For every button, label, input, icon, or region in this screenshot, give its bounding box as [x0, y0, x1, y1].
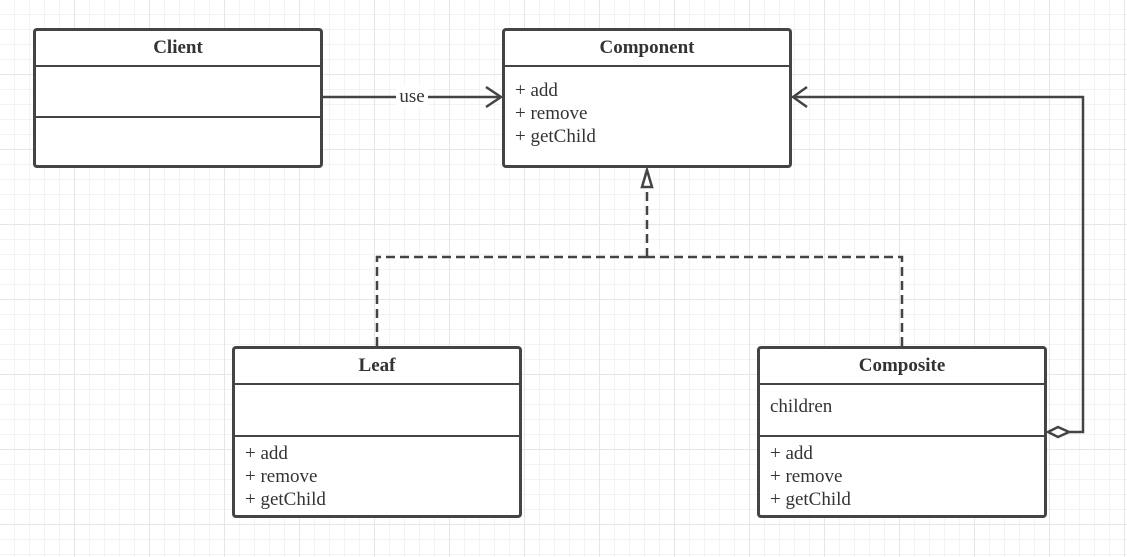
component-method: + remove: [515, 103, 588, 124]
client-class[interactable]: Client: [33, 28, 323, 168]
use-association-label: use: [396, 86, 428, 108]
composite-attribute: children: [770, 396, 833, 417]
composite-attributes: children: [760, 385, 1044, 437]
leaf-method: + add: [245, 443, 288, 464]
leaf-attributes: [235, 385, 519, 437]
client-attributes: [36, 67, 320, 118]
component-method: + add: [515, 80, 558, 101]
composite-methods: + add + remove + getChild: [760, 437, 1044, 515]
realization-arrowhead: [640, 165, 654, 189]
component-class-name: Component: [505, 31, 789, 67]
composite-class[interactable]: Composite children + add + remove + getC…: [757, 346, 1047, 518]
client-class-name: Client: [36, 31, 320, 67]
component-class[interactable]: Component + add + remove + getChild: [502, 28, 792, 168]
leaf-methods: + add + remove + getChild: [235, 437, 519, 515]
component-method: + getChild: [515, 126, 596, 147]
leaf-realization-line: [375, 255, 647, 346]
component-methods: + add + remove + getChild: [505, 67, 789, 165]
leaf-method: + remove: [245, 466, 318, 487]
composite-method: + remove: [770, 466, 843, 487]
composite-method: + add: [770, 443, 813, 464]
aggregation-arrowhead: [790, 85, 808, 109]
composite-class-name: Composite: [760, 349, 1044, 385]
client-methods: [36, 118, 320, 165]
leaf-class[interactable]: Leaf + add + remove + getChild: [232, 346, 522, 518]
aggregation-diamond: [1045, 425, 1073, 439]
leaf-class-name: Leaf: [235, 349, 519, 385]
use-association-arrowhead: [485, 85, 504, 109]
aggregation-line: [795, 95, 1085, 434]
composite-realization-line: [647, 255, 904, 346]
composite-method: + getChild: [770, 489, 851, 510]
leaf-method: + getChild: [245, 489, 326, 510]
